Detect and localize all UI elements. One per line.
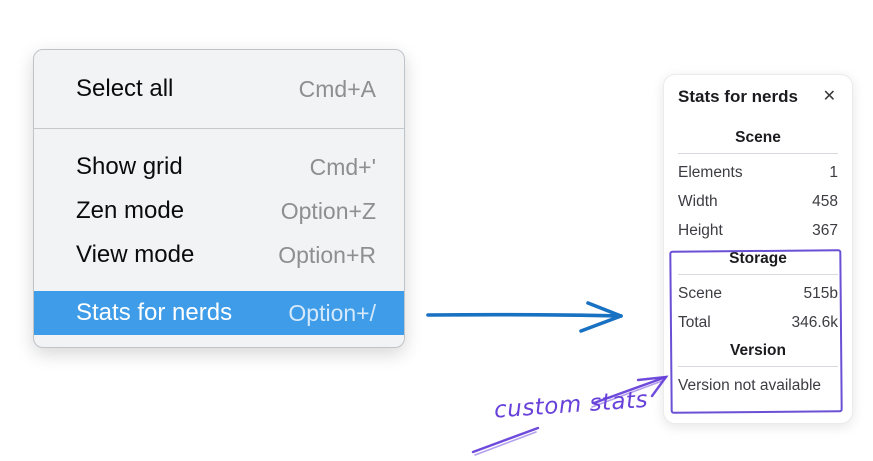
menu-item-label: Stats for nerds [76, 299, 233, 326]
annotation-arrow-drawing [471, 375, 669, 456]
section-divider [678, 274, 838, 275]
menu-item-view-mode[interactable]: View mode Option+R [34, 233, 404, 277]
menu-item-shortcut: Cmd+A [298, 75, 376, 102]
menu-item-shortcut: Option+Z [280, 197, 376, 224]
stat-value: 367 [812, 221, 838, 239]
menu-section-bottom: Show grid Cmd+' Zen mode Option+Z View m… [34, 128, 404, 347]
section-divider [678, 366, 838, 367]
menu-section-top: Select all Cmd+A [34, 50, 404, 128]
stats-panel-header: Stats for nerds ✕ [678, 87, 838, 107]
annotation-arrow-tail-sketch [474, 431, 537, 456]
version-note: Version not available [678, 376, 822, 394]
stat-value: 346.6k [791, 313, 838, 331]
menu-item-shortcut: Option+R [278, 241, 376, 268]
section-heading-scene: Scene [735, 129, 781, 146]
menu-item-label: View mode [76, 241, 195, 268]
stat-label: Height [678, 221, 723, 239]
menu-item-zen-mode[interactable]: Zen mode Option+Z [34, 189, 404, 233]
menu-item-label: Zen mode [76, 197, 185, 224]
annotation-arrow-head [636, 375, 669, 398]
blue-arrow-drawing [426, 301, 623, 333]
annotation-arrow-tail [471, 426, 540, 454]
menu-item-shortcut: Cmd+' [309, 153, 376, 180]
section-heading-version: Version [730, 342, 786, 359]
annotation-arrow-shaft [592, 375, 668, 405]
stat-value: 515b [803, 284, 838, 302]
stat-row-scene-storage: Scene 515b [678, 279, 838, 308]
annotation-arrow-shaft-sketch [591, 380, 663, 408]
stat-label: Width [678, 192, 718, 210]
stat-label: Total [678, 313, 711, 331]
stat-row-total-storage: Total 346.6k [678, 308, 838, 337]
stats-panel: Stats for nerds ✕ Scene Elements 1 Width… [663, 74, 853, 424]
stat-row-elements: Elements 1 [678, 158, 838, 187]
stat-value: 1 [829, 163, 838, 181]
menu-item-show-grid[interactable]: Show grid Cmd+' [34, 145, 404, 189]
stat-row-width: Width 458 [678, 187, 838, 216]
close-icon[interactable]: ✕ [822, 88, 836, 105]
section-divider [678, 153, 838, 154]
arrow-barb-bottom [579, 314, 623, 333]
stat-label: Scene [678, 284, 722, 302]
stat-value: 458 [812, 192, 838, 210]
menu-item-select-all[interactable]: Select all Cmd+A [34, 67, 404, 111]
section-heading-storage: Storage [729, 250, 787, 267]
arrow-barb-top [586, 301, 623, 318]
menu-item-label: Select all [76, 75, 174, 102]
stat-label: Elements [678, 163, 743, 181]
menu-item-label: Show grid [76, 153, 183, 180]
menu-item-shortcut: Option+/ [288, 299, 376, 326]
context-menu: Select all Cmd+A Show grid Cmd+' Zen mod… [33, 49, 405, 348]
stats-panel-title: Stats for nerds [678, 87, 798, 106]
arrow-shaft [426, 312, 621, 318]
stat-row-height: Height 367 [678, 216, 838, 245]
menu-item-stats-for-nerds[interactable]: Stats for nerds Option+/ [34, 291, 404, 335]
